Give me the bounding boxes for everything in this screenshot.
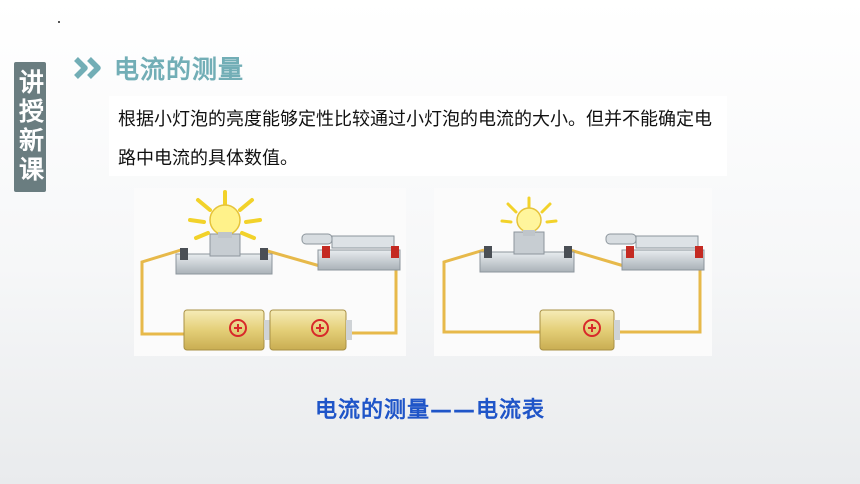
switch-icon: [301, 233, 401, 271]
text-box: [109, 96, 727, 176]
bulb-icon: [500, 196, 558, 236]
battery-icon: [183, 309, 352, 351]
bulb-holder: [175, 233, 273, 275]
figure-caption: 电流的测量——电流表: [314, 398, 545, 423]
double-chevron-icon: [74, 57, 101, 79]
side-tag-label: 讲授新课: [15, 69, 45, 185]
bulb-holder: [479, 231, 575, 273]
section-side-tag: 讲授新课: [14, 62, 46, 192]
circuit-illustration: [442, 196, 705, 351]
section-title: 电流的测量: [114, 55, 245, 84]
section-header: 电流的测量: [74, 50, 244, 86]
bulb-icon: [188, 190, 262, 240]
circuit-illustration: [140, 190, 401, 351]
stray-dot: [58, 21, 60, 23]
circuit-photo-two-batteries: [134, 188, 406, 356]
switch-icon: [605, 233, 705, 271]
battery-icon: [539, 309, 620, 351]
body-paragraph: 根据小灯泡的亮度能够定性比较通过小灯泡的电流的大小。但并不能确定电路中电流的具体…: [118, 109, 712, 169]
circuit-photo-one-battery: [434, 188, 712, 356]
